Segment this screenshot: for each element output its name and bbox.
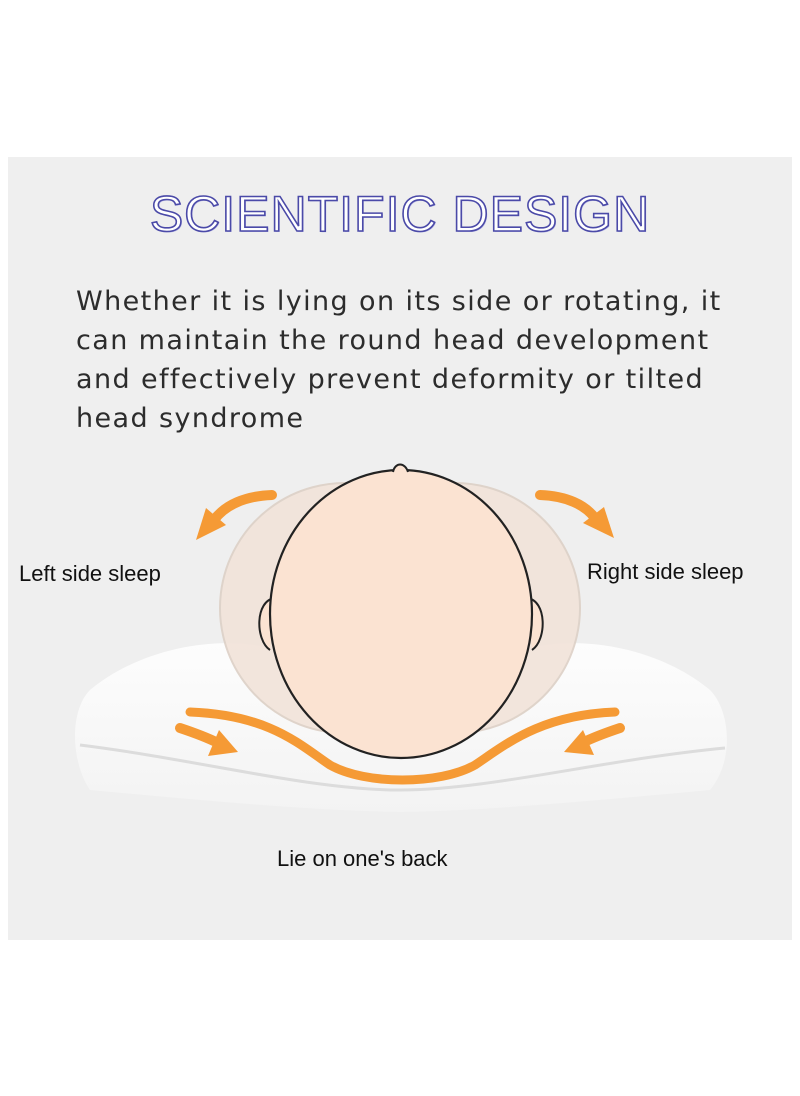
head — [268, 468, 534, 760]
left-rotate-arrow — [209, 490, 277, 525]
right-side-sleep-label: Right side sleep — [587, 559, 744, 584]
title: SCIENTIFIC DESIGN — [149, 185, 651, 243]
support-arc — [185, 707, 620, 785]
right-rotate-arrow — [535, 490, 600, 523]
left-rotate-arrowhead — [196, 508, 226, 540]
description: Whether it is lying on its side or rotat… — [76, 286, 722, 434]
back-sleep-label: Lie on one's back — [277, 846, 448, 871]
hair-tuft — [392, 463, 409, 473]
pillow-edge — [79, 743, 726, 792]
left-push-arrowhead — [208, 730, 238, 756]
right-push-arrowhead — [564, 730, 594, 755]
right-rotate-arrowhead — [583, 507, 614, 538]
left-side-sleep-label: Left side sleep — [19, 561, 161, 586]
